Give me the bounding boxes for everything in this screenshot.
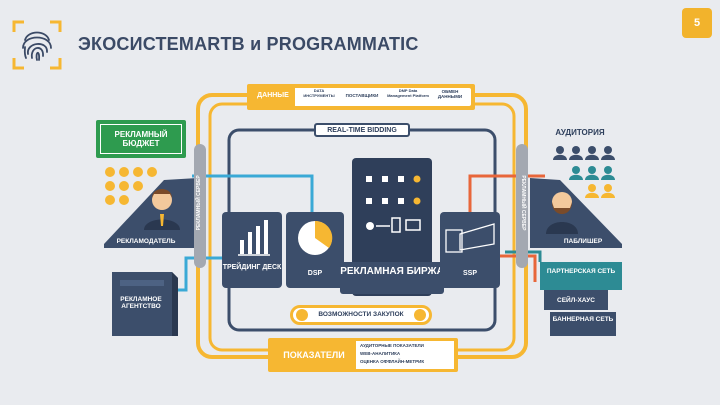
- ssp-devices-icon: [445, 223, 495, 253]
- partner-network-box: [540, 262, 622, 290]
- indicators-label: ПОКАЗАТЕЛИ: [283, 350, 345, 360]
- exchange-label-box: [340, 262, 444, 294]
- ad-server-right-bar: [516, 144, 528, 268]
- indicator-item-web: WEB-АНАЛИТИКА: [360, 351, 401, 356]
- data-item-tools: DATA ИНСТРУМЕНТЫ: [303, 88, 335, 98]
- dsp-label: DSP: [307, 270, 323, 277]
- publisher-label: ПАБЛИШЕР: [563, 238, 603, 245]
- coins-icon: [105, 167, 157, 205]
- indicators-list-bg: [356, 341, 454, 369]
- data-item-suppliers: ПОСТАВЩИКИ: [345, 93, 379, 98]
- indicator-item-offline: ОЦЕНКА ОФФЛАЙН-МЕТРИК: [360, 359, 425, 364]
- data-banner-inner: [251, 88, 471, 106]
- agency-label: РЕКЛАМНОЕ АГЕНТСТВО: [120, 296, 162, 311]
- purchase-label: ВОЗМОЖНОСТИ ЗАКУПОК: [318, 311, 404, 318]
- advertiser-person-icon: [104, 178, 198, 248]
- banner-network-label: БАННЕРНАЯ СЕТЬ: [552, 316, 614, 323]
- exchange-label: РЕКЛАМНАЯ БИРЖА: [340, 266, 444, 277]
- sellhouse-label: СЕЙЛ-ХАУС: [557, 297, 595, 304]
- pie-chart-icon: [298, 220, 333, 255]
- budget-box: [96, 120, 186, 158]
- data-item-exchange: ОБМЕН ДАННЫМИ: [437, 89, 463, 100]
- data-item-dmp: DMP Data Management Platform: [387, 88, 429, 98]
- ad-server-right-label: РЕКЛАМНЫЙ СЕРВЕР: [519, 175, 526, 231]
- data-banner-label: ДАННЫЕ: [257, 92, 289, 99]
- advertiser-label: РЕКЛАМОДАТЕЛЬ: [116, 238, 176, 245]
- page-number-badge: 5: [682, 8, 712, 38]
- budget-label: РЕКЛАМНЫЙ БЮДЖЕТ: [114, 130, 168, 149]
- rtb-label: REAL-TIME BIDDING: [327, 127, 397, 134]
- exchange-network-icon: [366, 175, 421, 233]
- partner-network-label: ПАРТНЕРСКАЯ СЕТЬ: [546, 268, 616, 275]
- trading-desk-label: ТРЕЙДИНГ ДЕСК: [222, 264, 282, 271]
- audience-label: АУДИТОРИЯ: [555, 128, 605, 137]
- banner-network-box: [550, 312, 616, 336]
- ad-server-left-label: РЕКЛАМНЫЙ СЕРВЕР: [196, 175, 203, 231]
- publisher-person-icon: [530, 178, 622, 248]
- ssp-label: SSP: [462, 270, 477, 277]
- budget-box-frame: [100, 124, 182, 154]
- rtb-label-box: [314, 123, 410, 137]
- sellhouse-box: [544, 290, 608, 310]
- indicator-item-audience: АУДИТОРНЫЕ ПОКАЗАТЕЛИ: [360, 343, 424, 348]
- purchase-pill-right-dot: [414, 309, 426, 321]
- fingerprint-logo-icon: [12, 20, 62, 70]
- audience-people-icon: [553, 146, 615, 198]
- page-title: ЭКОСИСТЕМАRTB и PROGRAMMATIC: [78, 34, 419, 54]
- ad-server-left-bar: [194, 144, 206, 268]
- purchase-pill: [290, 305, 432, 325]
- data-banner-label-bg: [251, 88, 295, 106]
- agency-building-icon: [112, 272, 178, 336]
- trading-chart-icon: [238, 220, 270, 256]
- purchase-pill-left-dot: [296, 309, 308, 321]
